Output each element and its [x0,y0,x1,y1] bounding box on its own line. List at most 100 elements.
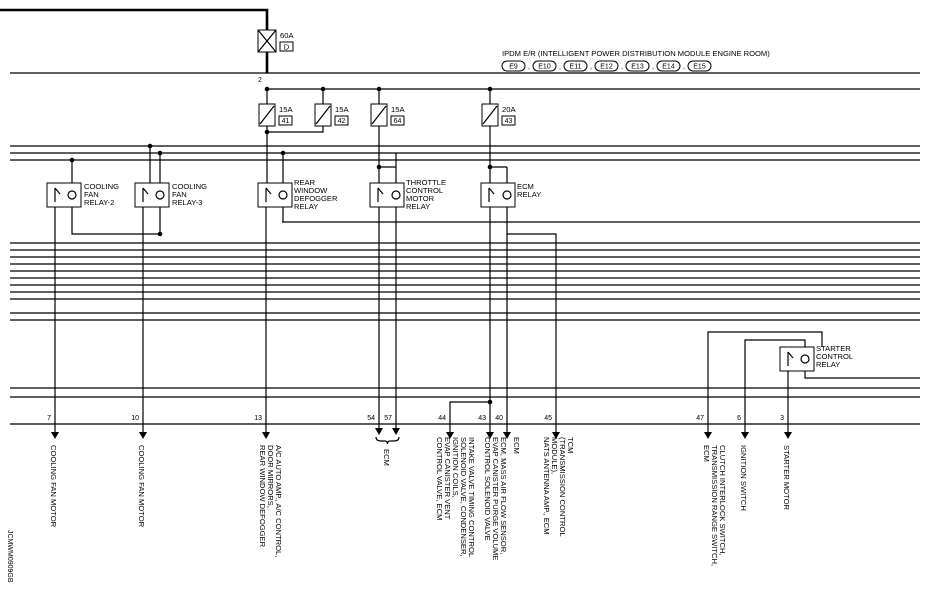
connector-e9: E9 [509,64,518,71]
svg-text:INTAKE VALVE TIMING CONTROL: INTAKE VALVE TIMING CONTROL [467,437,476,557]
connector-e13: E13 [631,64,644,71]
svg-text:(TRANSMISSION CONTROL: (TRANSMISSION CONTROL [558,437,567,537]
terminal-numbers: 7 10 13 54 57 44 43 40 45 47 6 3 [47,415,784,422]
dest-tcm: TCM (TRANSMISSION CONTROL MODULE), NATS … [542,437,575,537]
svg-text:EVAP CANISTER VENT: EVAP CANISTER VENT [443,437,452,520]
svg-text:,: , [528,64,530,71]
svg-text:3: 3 [780,415,784,422]
svg-text:CONTROL: CONTROL [406,186,443,195]
svg-text:CONTROL VALVE, ECM: CONTROL VALVE, ECM [435,437,444,520]
rear-window-defogger-relay: REAR WINDOW DEFOGGER RELAY [257,178,338,211]
svg-text:RELAY-2: RELAY-2 [84,198,114,207]
svg-text:,: , [590,64,592,71]
connector-e12: E12 [600,64,613,71]
svg-text:RELAY: RELAY [816,360,840,369]
svg-text:10: 10 [131,415,139,422]
dest-cooling-fan-motor-1: COOLING FAN MOTOR [49,445,58,528]
svg-text:,: , [652,64,654,71]
svg-text:FAN: FAN [172,190,187,199]
svg-text:15A: 15A [279,105,293,114]
svg-text:THROTTLE: THROTTLE [406,178,446,187]
cooling-fan-relay-2: COOLING FAN RELAY-2 [46,182,119,208]
dest-ac-auto-amp: A/C AUTO AMP., A/C CONTROL, DOOR MIRRORS… [258,445,283,557]
svg-text:15A: 15A [335,105,349,114]
svg-text:REAR: REAR [294,178,316,187]
main-fuse-code: D [284,43,290,52]
svg-text:44: 44 [438,415,446,422]
connector-list: E9 E10 E11 E12 E13 E14 E15 , , , , , , [501,60,712,72]
svg-text:COOLING: COOLING [84,182,119,191]
svg-text:13: 13 [254,415,262,422]
relay-coil-wires [69,143,508,237]
svg-text:ECM: ECM [517,182,534,191]
svg-text:RELAY: RELAY [294,202,318,211]
svg-text:RELAY: RELAY [517,190,541,199]
svg-text:SOLENOID VALVE, CONDENSER,: SOLENOID VALVE, CONDENSER, [459,437,468,557]
svg-text:64: 64 [394,118,402,125]
fuse-42: 15A 42 [314,103,349,127]
svg-text:6: 6 [737,415,741,422]
dest-intake-valve-timing: INTAKE VALVE TIMING CONTROL SOLENOID VAL… [435,437,476,557]
battery-feed [0,8,269,73]
node-label: 2 [258,77,262,84]
dest-cooling-fan-motor-2: COOLING FAN MOTOR [137,445,146,528]
bus-lines [10,72,920,425]
dest-clutch-interlock: CLUTCH INTERLOCK SWITCH, TRANSMISSION RA… [702,445,727,566]
svg-text:ECM, MASS AIR FLOW SENSOR,: ECM, MASS AIR FLOW SENSOR, [499,437,508,554]
throttle-control-motor-relay: THROTTLE CONTROL MOTOR RELAY [369,178,446,211]
dest-ecm-relay: ECM [512,437,521,454]
figure-code: JCMWM0909GB [6,530,13,583]
connector-e14: E14 [662,64,675,71]
svg-text:42: 42 [338,118,346,125]
svg-text:NATS ANTENNA AMP., ECM: NATS ANTENNA AMP., ECM [542,437,551,535]
svg-text:41: 41 [282,118,290,125]
dest-ignition-switch: IGNITION SWITCH [739,445,748,511]
svg-text:43: 43 [505,118,513,125]
svg-text:43: 43 [478,415,486,422]
svg-text:REAR WINDOW DEFOGGER: REAR WINDOW DEFOGGER [258,445,267,548]
ecm-relay: ECM RELAY [480,182,541,208]
svg-text:STARTER: STARTER [816,344,851,353]
svg-text:57: 57 [384,415,392,422]
svg-text:15A: 15A [391,105,405,114]
dest-ecm-maf-sensor: ECM, MASS AIR FLOW SENSOR, EVAP CANISTER… [483,437,508,560]
svg-text:,: , [621,64,623,71]
svg-text:54: 54 [367,415,375,422]
connector-e10: E10 [538,64,551,71]
fuse-64: 15A 64 [370,103,405,127]
svg-text:CONTROL SOLENOID VALVE: CONTROL SOLENOID VALVE [483,437,492,541]
main-fuse-rating: 60A [280,31,294,40]
connector-e15: E15 [693,64,706,71]
svg-text:,: , [683,64,685,71]
svg-text:EVAP CANISTER PURGE VOLUME: EVAP CANISTER PURGE VOLUME [491,437,500,560]
svg-text:ECM: ECM [702,445,711,462]
svg-text:45: 45 [544,415,552,422]
svg-text:47: 47 [696,415,704,422]
svg-text:FAN: FAN [84,190,99,199]
svg-text:TRANSMISSION RANGE SWITCH,: TRANSMISSION RANGE SWITCH, [710,445,719,566]
svg-text:20A: 20A [502,105,516,114]
svg-text:MODULE),: MODULE), [550,437,559,474]
svg-text:MOTOR: MOTOR [406,194,435,203]
svg-text:CONTROL: CONTROL [816,352,853,361]
starter-control-relay: STARTER CONTROL RELAY [779,344,853,372]
svg-text:40: 40 [495,415,503,422]
cooling-fan-relay-3: COOLING FAN RELAY-3 [134,182,207,208]
output-wires [54,207,920,424]
svg-text:DOOR MIRRORS,: DOOR MIRRORS, [266,445,275,508]
fuse-branches [264,86,493,183]
fuse-43: 20A 43 [481,103,516,127]
svg-text:TCM: TCM [566,437,575,453]
svg-text:RELAY: RELAY [406,202,430,211]
destination-labels: COOLING FAN MOTOR COOLING FAN MOTOR A/C … [49,437,791,566]
svg-text:,: , [559,64,561,71]
connector-e11: E11 [570,64,582,71]
dest-starter-motor: STARTER MOTOR [782,445,791,510]
dest-ecm-throttle: ECM [382,449,391,466]
fuse-41: 15A 41 [258,103,293,127]
svg-text:IGNITION COILS,: IGNITION COILS, [451,437,460,498]
svg-text:WINDOW: WINDOW [294,186,328,195]
svg-text:RELAY-3: RELAY-3 [172,198,202,207]
output-arrows [51,424,792,445]
